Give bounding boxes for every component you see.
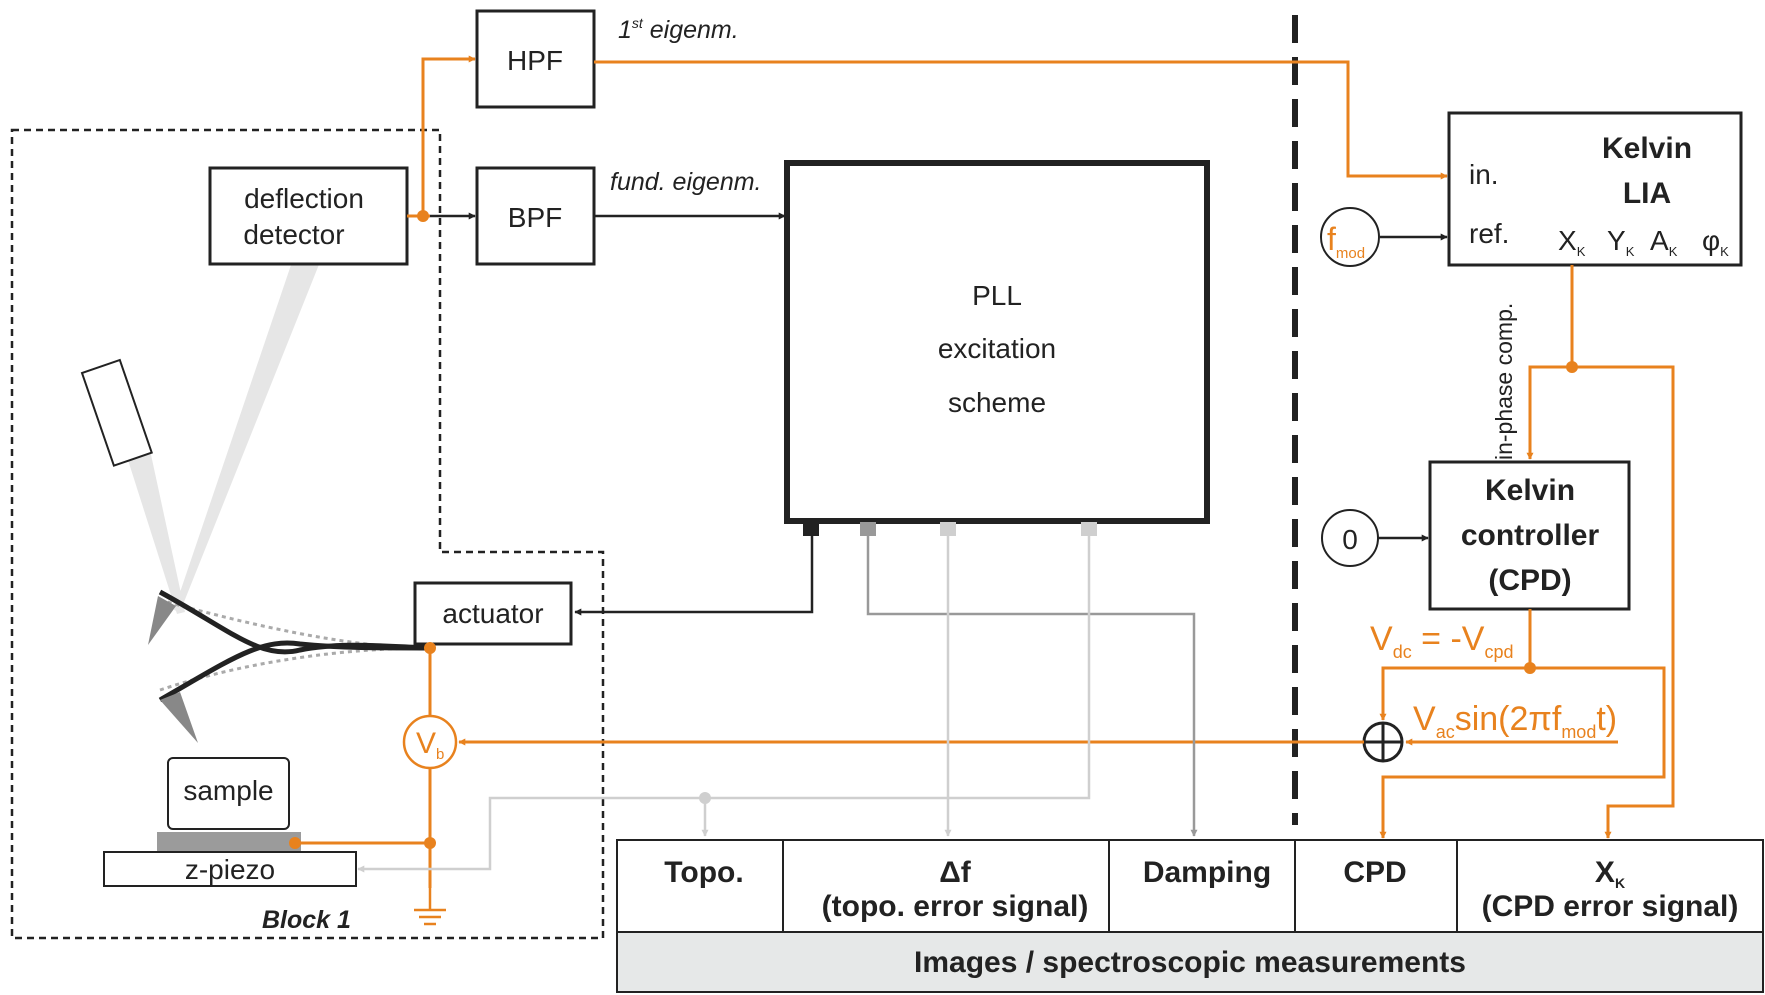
vac-label: Vacsin(2πfmodt) xyxy=(1413,700,1617,742)
cantilever-dotted-2 xyxy=(159,646,431,692)
kelvin-lia-title-2: LIA xyxy=(1623,177,1671,210)
actuator-label: actuator xyxy=(442,598,543,629)
kelvin-controller-label-3: (CPD) xyxy=(1488,564,1571,597)
lia-phik-label: φK xyxy=(1702,225,1729,259)
table-header-xk: XK xyxy=(1595,856,1625,891)
block1-label: Block 1 xyxy=(262,906,351,934)
pll-port-damping xyxy=(860,522,876,536)
pll-port-topo xyxy=(1081,522,1097,536)
table-header-xk-sub: (CPD error signal) xyxy=(1482,890,1739,923)
hpf-box xyxy=(475,9,596,109)
pll-label-1: PLL xyxy=(972,280,1022,311)
laser-beam-reflected xyxy=(174,262,320,612)
table-header-topo: Topo. xyxy=(664,856,743,889)
fmod-label: fmod xyxy=(1327,221,1365,262)
lia-xk-label: XK xyxy=(1558,225,1586,259)
kelvin-controller-box xyxy=(1428,460,1631,611)
sample-label: sample xyxy=(183,775,273,806)
laser-source xyxy=(80,358,153,467)
kelvin-lia-box xyxy=(1447,111,1743,267)
fund-eigenm-label: fund. eigenm. xyxy=(610,168,762,196)
hpf-label: HPF xyxy=(507,45,563,76)
first-eigenm-label: 1st eigenm. xyxy=(618,15,739,44)
table-header-cpd: CPD xyxy=(1343,856,1406,889)
lia-ak-label: AK xyxy=(1650,225,1678,259)
bpf-label: BPF xyxy=(508,202,562,233)
lia-ref-label: ref. xyxy=(1469,218,1509,249)
ground-icon xyxy=(414,888,446,926)
zero-label: 0 xyxy=(1342,524,1358,555)
deflection-detector-label-1: deflection xyxy=(244,183,364,214)
kelvin-controller-label-2: controller xyxy=(1461,519,1600,552)
cantilever-lower xyxy=(158,640,431,703)
in-phase-comp-label: in-phase comp. xyxy=(1491,303,1517,460)
pll-port-excitation xyxy=(803,522,819,536)
actuator-box xyxy=(413,581,573,646)
kelvin-lia-title-1: Kelvin xyxy=(1602,132,1692,165)
deflection-detector-label-2: detector xyxy=(243,219,344,250)
table-header-df: Δf xyxy=(939,856,972,889)
pll-label-3: scheme xyxy=(948,387,1046,418)
block1-outline xyxy=(10,128,605,940)
sample-box xyxy=(167,757,290,830)
fmod-source-icon xyxy=(1320,207,1380,267)
output-table: Topo. Δf (topo. error signal) Damping CP… xyxy=(616,839,1764,993)
table-footer-bg xyxy=(616,931,1764,993)
pll-port-df xyxy=(940,522,956,536)
cantilever-tip-lower xyxy=(160,692,198,743)
kelvin-controller-label-1: Kelvin xyxy=(1485,474,1575,507)
vdc-label: Vdc = -Vcpd xyxy=(1370,620,1513,662)
lia-yk-label: YK xyxy=(1607,225,1635,259)
vb-label: Vb xyxy=(416,727,444,763)
pll-label-2: excitation xyxy=(938,333,1056,364)
table-header-damping: Damping xyxy=(1143,856,1271,889)
zpiezo-label: z-piezo xyxy=(185,854,275,885)
cantilever-tip-upper xyxy=(148,596,176,645)
cantilever-dotted-1 xyxy=(159,598,431,650)
table-header-df-sub: (topo. error signal) xyxy=(822,890,1089,923)
table-footer-label: Images / spectroscopic measurements xyxy=(914,946,1466,979)
laser-beam-incident xyxy=(128,450,185,614)
substrate xyxy=(157,832,301,852)
deflection-detector-box xyxy=(208,166,409,266)
zpiezo-box xyxy=(103,851,357,887)
pll-box xyxy=(784,160,1210,524)
lia-in-label: in. xyxy=(1469,159,1499,190)
